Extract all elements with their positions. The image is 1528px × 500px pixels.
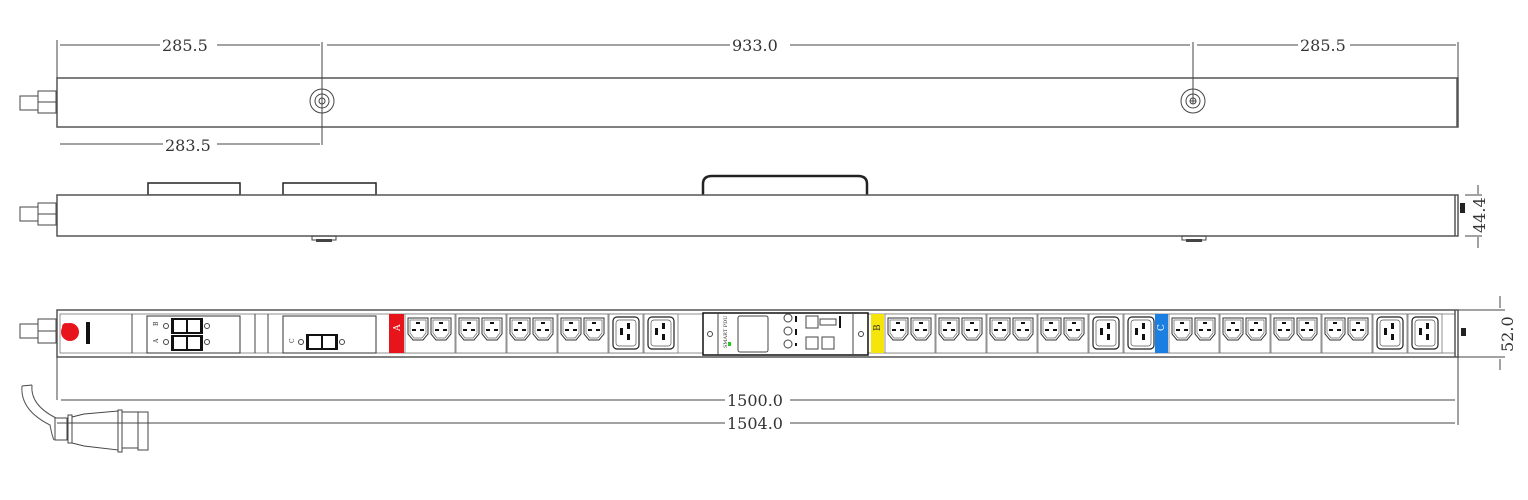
phase-b-marker <box>871 314 884 353</box>
dim-left-to-mount: 283.5 <box>165 136 211 155</box>
dim-middle-span: 933.0 <box>732 36 778 55</box>
phase-a-label: A <box>393 324 403 332</box>
handle-icon <box>701 174 869 195</box>
c19-outlet[interactable] <box>1127 316 1155 350</box>
breaker-label-c: C <box>289 338 296 343</box>
c13-outlet[interactable] <box>481 317 503 341</box>
c13-outlet[interactable] <box>1296 317 1318 341</box>
breaker-cover-1 <box>147 182 241 196</box>
phase-c-marker <box>1155 314 1168 353</box>
smart-control-module: SMART PDU <box>702 312 869 356</box>
c13-outlet[interactable] <box>1063 317 1085 341</box>
c13-outlet[interactable] <box>1040 317 1062 341</box>
rj45-port-2[interactable] <box>805 336 819 350</box>
c13-outlet[interactable] <box>989 317 1011 341</box>
cable-gland-icon <box>19 202 57 226</box>
breaker-cover-2 <box>282 182 377 196</box>
phase-b-label: B <box>873 324 883 331</box>
c13-outlet[interactable] <box>407 317 429 341</box>
dim-total-length: 1504.0 <box>727 414 783 433</box>
c13-outlet[interactable] <box>430 317 452 341</box>
c13-outlet[interactable] <box>583 317 605 341</box>
c13-outlet[interactable] <box>938 317 960 341</box>
c19-outlet[interactable] <box>1092 316 1120 350</box>
c13-outlet[interactable] <box>458 317 480 341</box>
c13-outlet[interactable] <box>887 317 909 341</box>
cable-gland-icon <box>19 318 57 344</box>
c13-outlet[interactable] <box>1012 317 1034 341</box>
breaker-module-c: C <box>282 315 377 354</box>
front-view: B A C A <box>19 296 1517 453</box>
breaker-label-a: A <box>153 338 160 344</box>
c19-outlet[interactable] <box>1411 316 1439 350</box>
c13-outlet[interactable] <box>1222 317 1244 341</box>
c13-outlet[interactable] <box>532 317 554 341</box>
status-led <box>728 342 731 346</box>
top-body <box>56 77 1459 128</box>
button-2-icon[interactable] <box>783 326 793 336</box>
module-label: SMART PDU <box>723 316 729 348</box>
side-body <box>56 194 1459 237</box>
display-screen <box>737 315 769 353</box>
dim-left-span: 285.5 <box>162 36 208 55</box>
c13-outlet[interactable] <box>509 317 531 341</box>
outlet-group-c <box>1168 313 1443 354</box>
button-3-icon[interactable] <box>783 339 793 349</box>
c19-outlet[interactable] <box>612 316 640 350</box>
outlet-group-a <box>404 313 679 354</box>
button-1-icon[interactable] <box>783 313 793 323</box>
dim-width: 52.0 <box>1498 316 1517 352</box>
rj45-port-3[interactable] <box>821 336 835 350</box>
c19-outlet[interactable] <box>647 316 675 350</box>
power-plug-icon <box>21 384 149 453</box>
brand-logo-icon <box>61 322 90 344</box>
c19-outlet[interactable] <box>1376 316 1404 350</box>
cable-gland-icon <box>19 90 57 114</box>
phase-c-label: C <box>1157 324 1167 331</box>
outlet-group-b <box>884 313 1159 354</box>
c13-outlet[interactable] <box>1324 317 1346 341</box>
phase-a-marker <box>389 314 404 353</box>
c13-outlet[interactable] <box>1194 317 1216 341</box>
dim-right-span: 285.5 <box>1300 36 1346 55</box>
breaker-label-b: B <box>153 321 160 326</box>
breaker-module-ab: B A <box>146 315 241 354</box>
c13-outlet[interactable] <box>961 317 983 341</box>
side-view: 44.4 <box>19 174 1489 248</box>
c13-outlet[interactable] <box>1245 317 1267 341</box>
top-view: 285.5 933.0 285.5 283.5 <box>19 36 1459 155</box>
c13-outlet[interactable] <box>910 317 932 341</box>
rj45-port-1[interactable] <box>805 315 819 329</box>
c13-outlet[interactable] <box>560 317 582 341</box>
dim-body-length: 1500.0 <box>727 391 783 410</box>
c13-outlet[interactable] <box>1171 317 1193 341</box>
dim-height: 44.4 <box>1470 197 1489 233</box>
c13-outlet[interactable] <box>1273 317 1295 341</box>
c13-outlet[interactable] <box>1347 317 1369 341</box>
